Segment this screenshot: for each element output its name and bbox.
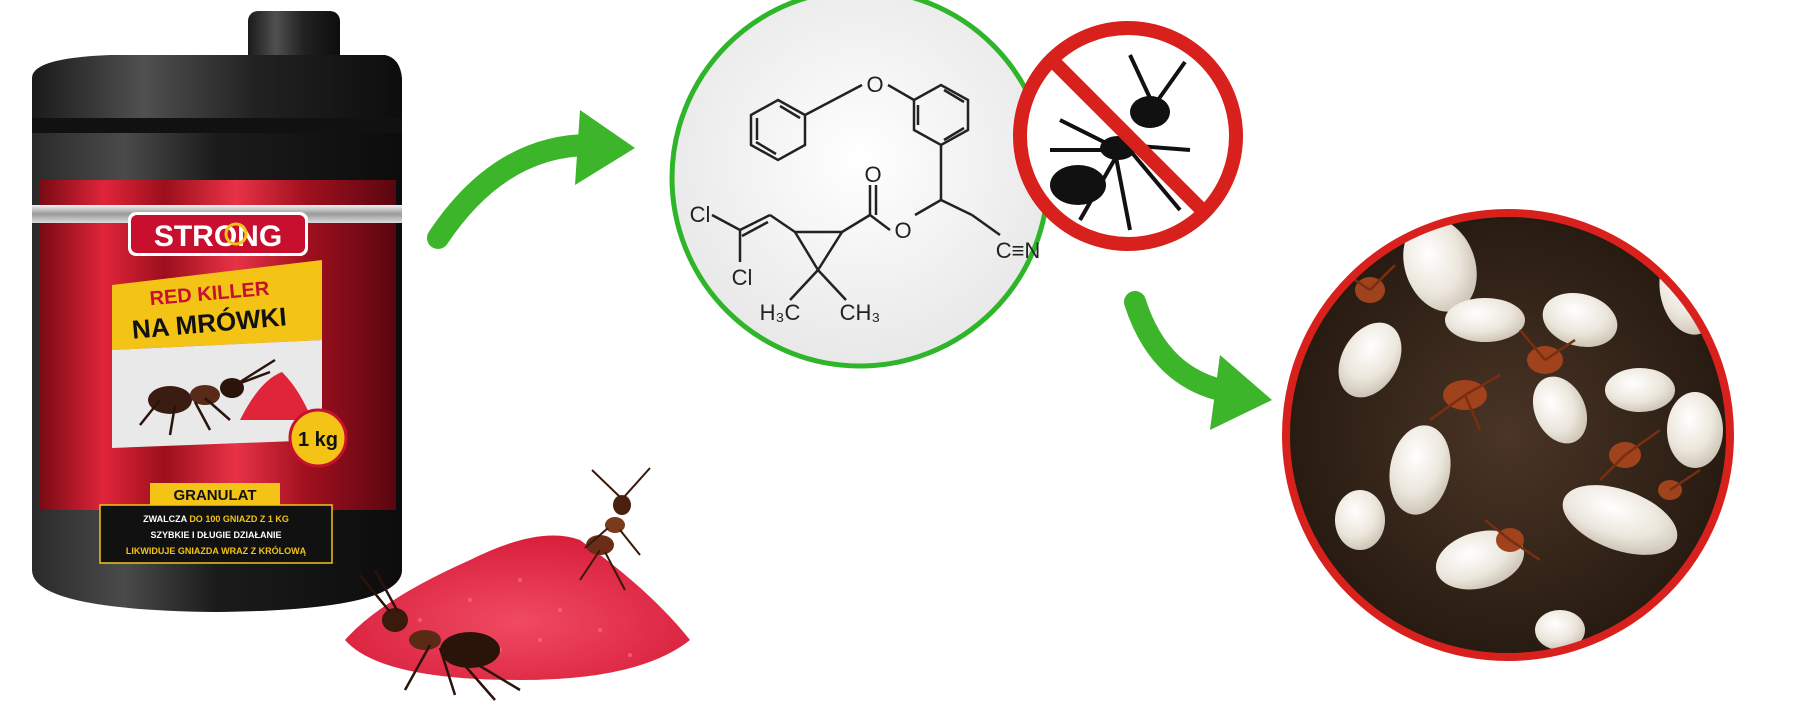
feature-list: ZWALCZA DO 100 GNIAZD Z 1 KG SZYBKIE I D…	[99, 504, 333, 564]
methyl-right: CH₃	[840, 300, 881, 325]
feature-2: SZYBKIE I DŁUGIE DZIAŁANIE	[150, 530, 281, 540]
feature-1: ZWALCZA DO 100 GNIAZD Z 1 KG	[143, 514, 289, 524]
form-label: GRANULAT	[173, 487, 256, 504]
no-ant-prohibition-icon	[1013, 21, 1243, 251]
ant-nest-photo	[1282, 209, 1734, 661]
weight-label: 1 kg	[298, 429, 338, 451]
form-banner: GRANULAT	[150, 483, 280, 505]
product-container: STRONG RED KILLER NA MRÓWKI 1 kg GRANULA…	[32, 11, 402, 612]
feature-3: LIKWIDUJE GNIAZDA WRAZ Z KRÓLOWĄ	[126, 545, 307, 556]
ant-silhouette-icon	[1050, 54, 1191, 231]
nitrile-group: C≡N	[996, 238, 1041, 263]
product-title-plate: RED KILLER NA MRÓWKI	[112, 260, 322, 350]
atom-o-ester: O	[894, 218, 911, 243]
atom-o-carbonyl: O	[864, 162, 881, 187]
brand-logo: STRONG	[128, 212, 308, 256]
weight-badge: 1 kg	[288, 408, 348, 468]
atom-o-ether: O	[866, 72, 883, 97]
red-ants	[1339, 264, 1701, 562]
methyl-left: H₃C	[760, 300, 801, 325]
molecule-bonds	[711, 83, 1001, 301]
can-ant-image	[112, 340, 322, 448]
ant-larvae	[1335, 218, 1730, 650]
green-curved-arrow-icon	[427, 110, 635, 249]
atom-cl-2: Cl	[732, 265, 753, 290]
atom-cl-1: Cl	[690, 202, 711, 227]
molecule-circle: O O O Cl Cl C≡N H₃C CH₃	[669, 0, 1051, 369]
ant-on-pile-front	[359, 569, 521, 701]
ant-on-pile-top	[579, 467, 651, 591]
molecule-atoms: O O O Cl Cl C≡N H₃C CH₃	[690, 72, 1041, 325]
container-lid	[32, 55, 402, 118]
green-curved-arrow-icon	[1124, 291, 1272, 430]
brand-name: STRONG	[154, 220, 282, 253]
